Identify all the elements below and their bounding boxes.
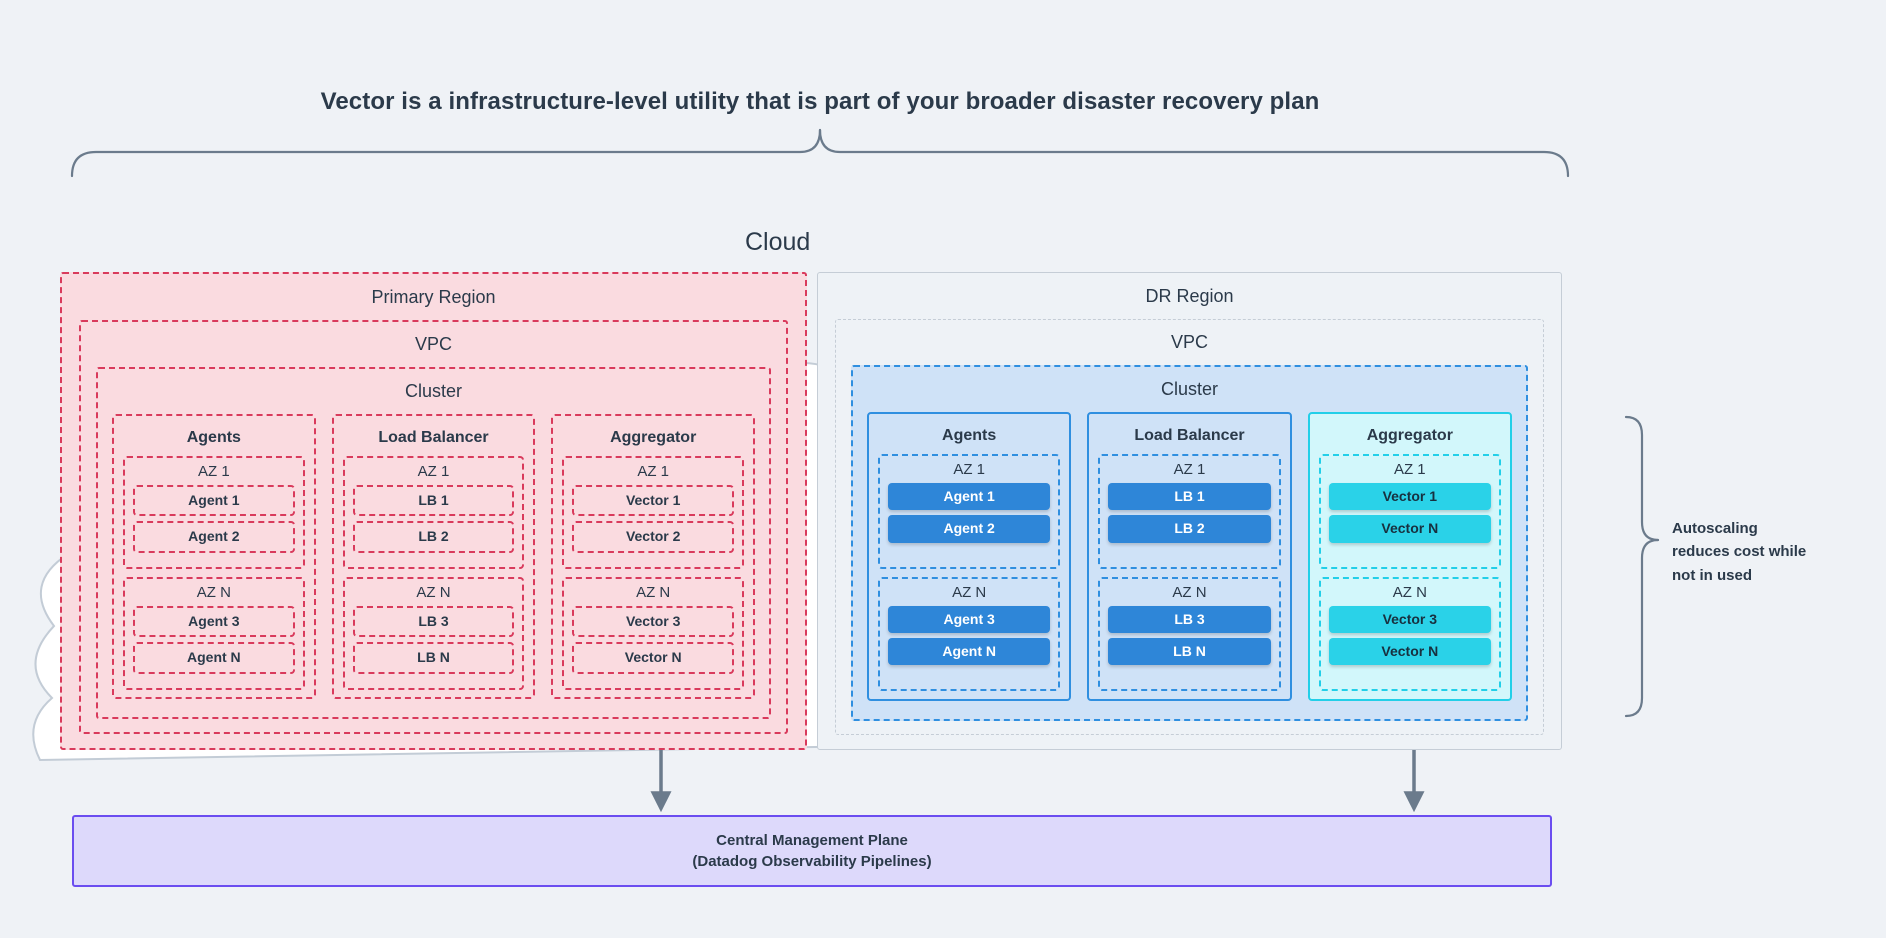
dr-region: DR Region VPC Cluster Agents AZ 1 Agent … — [817, 272, 1562, 750]
node[interactable]: Agent N — [888, 637, 1051, 666]
primary-region: Primary Region VPC Cluster Agents AZ 1 A… — [60, 272, 807, 750]
primary-vpc: VPC Cluster Agents AZ 1 Agent 1 Agent 2 … — [79, 320, 788, 734]
column-title: Load Balancer — [1134, 427, 1245, 444]
az-title: AZ 1 — [1393, 461, 1426, 478]
node[interactable]: LB 1 — [352, 485, 515, 517]
az-title: AZ N — [952, 583, 987, 601]
cloud-label: Cloud — [745, 228, 811, 256]
node[interactable]: LB N — [1108, 637, 1271, 666]
autoscaling-note-line2: reduces cost while — [1672, 543, 1807, 561]
node[interactable]: Agent 2 — [888, 515, 1051, 543]
node[interactable]: Agent N — [133, 642, 295, 674]
az-title: AZ 1 — [953, 461, 985, 478]
az-title: AZ N — [1392, 583, 1427, 601]
node[interactable]: Vector 2 — [572, 521, 735, 553]
dr-cluster-title: Cluster — [1160, 379, 1218, 399]
node[interactable]: LB 3 — [352, 605, 515, 638]
column-title: Agents — [942, 427, 997, 444]
az-title: AZ N — [416, 583, 451, 601]
top-brace — [70, 128, 1570, 178]
az-title: AZ N — [1172, 583, 1207, 601]
autoscaling-brace — [1624, 415, 1660, 718]
autoscaling-note: Autoscaling reduces cost while not in us… — [1672, 517, 1862, 587]
az-title: AZ N — [636, 583, 671, 601]
node[interactable]: LB 2 — [1108, 515, 1271, 543]
node[interactable]: Agent 1 — [888, 483, 1051, 511]
central-management-plane: Central Management Plane (Datadog Observ… — [72, 815, 1552, 887]
node[interactable]: Agent 2 — [133, 521, 295, 553]
az-group: AZ 1 LB 1 LB 2 — [342, 456, 525, 569]
az-group: AZ 1 Vector 1 Vector N — [1318, 454, 1501, 569]
az-group: AZ N Agent 3 Agent N — [123, 576, 305, 690]
node[interactable]: Agent 3 — [888, 605, 1051, 633]
primary-columns: Agents AZ 1 Agent 1 Agent 2 AZ N Agent 3… — [112, 414, 756, 699]
node[interactable]: Vector 1 — [1328, 483, 1491, 511]
az-title: AZ N — [196, 583, 231, 601]
az-group: AZ 1 Agent 1 Agent 2 — [878, 454, 1061, 569]
node[interactable]: Vector N — [1328, 515, 1491, 543]
az-group: AZ N LB 3 LB N — [1098, 576, 1281, 691]
az-title: AZ 1 — [637, 463, 670, 480]
az-group: AZ N Vector 3 Vector N — [1318, 576, 1501, 691]
autoscaling-note-line3: not in used — [1672, 566, 1752, 584]
node[interactable]: LB 2 — [352, 521, 515, 553]
az-group: AZ N Vector 3 Vector N — [562, 576, 745, 690]
dr-vpc-title: VPC — [1170, 332, 1208, 352]
az-group: AZ 1 Vector 1 Vector 2 — [562, 456, 745, 569]
primary-column-agents: Agents AZ 1 Agent 1 Agent 2 AZ N Agent 3… — [112, 414, 316, 699]
az-group: AZ 1 LB 1 LB 2 — [1098, 454, 1281, 569]
node[interactable]: Vector N — [572, 642, 735, 674]
dr-columns: Agents AZ 1 Agent 1 Agent 2 AZ N Agent 3… — [867, 412, 1512, 701]
management-plane-line1: Central Management Plane — [716, 831, 908, 849]
primary-column-aggregator: Aggregator AZ 1 Vector 1 Vector 2 AZ N V… — [551, 414, 756, 699]
node[interactable]: LB 3 — [1108, 605, 1271, 633]
az-title: AZ 1 — [417, 463, 450, 480]
dr-region-title: DR Region — [1145, 286, 1234, 306]
primary-region-title: Primary Region — [371, 287, 496, 307]
node[interactable]: LB 1 — [1108, 483, 1271, 511]
az-title: AZ 1 — [197, 463, 230, 480]
autoscaling-note-line1: Autoscaling — [1672, 520, 1758, 537]
primary-cluster: Cluster Agents AZ 1 Agent 1 Agent 2 AZ N… — [96, 367, 771, 719]
dr-column-load-balancer: Load Balancer AZ 1 LB 1 LB 2 AZ N LB 3 L… — [1087, 412, 1292, 701]
node[interactable]: Vector 3 — [572, 605, 735, 638]
column-title: Aggregator — [610, 429, 697, 446]
page-title: Vector is a infrastructure-level utility… — [320, 88, 1320, 115]
node[interactable]: Agent 3 — [133, 605, 295, 638]
column-title: Agents — [186, 429, 241, 446]
column-title: Aggregator — [1366, 427, 1453, 444]
dr-column-aggregator: Aggregator AZ 1 Vector 1 Vector N AZ N V… — [1307, 412, 1512, 701]
node[interactable]: Vector 1 — [572, 485, 735, 517]
az-title: AZ 1 — [1173, 461, 1206, 478]
node[interactable]: Agent 1 — [133, 485, 295, 517]
node[interactable]: Vector 3 — [1328, 605, 1491, 633]
node[interactable]: LB N — [352, 642, 515, 674]
column-title: Load Balancer — [378, 429, 489, 446]
primary-vpc-title: VPC — [414, 334, 452, 354]
primary-column-load-balancer: Load Balancer AZ 1 LB 1 LB 2 AZ N LB 3 L… — [331, 414, 536, 699]
dr-cluster: Cluster Agents AZ 1 Agent 1 Agent 2 AZ N… — [851, 365, 1528, 721]
node[interactable]: Vector N — [1328, 637, 1491, 666]
management-plane-line2: (Datadog Observability Pipelines) — [692, 853, 932, 870]
primary-cluster-title: Cluster — [404, 381, 462, 401]
az-group: AZ 1 Agent 1 Agent 2 — [123, 456, 305, 569]
dr-vpc: VPC Cluster Agents AZ 1 Agent 1 Agent 2 … — [835, 319, 1544, 735]
dr-column-agents: Agents AZ 1 Agent 1 Agent 2 AZ N Agent 3… — [867, 412, 1072, 701]
az-group: AZ N LB 3 LB N — [342, 576, 525, 690]
az-group: AZ N Agent 3 Agent N — [878, 576, 1061, 691]
